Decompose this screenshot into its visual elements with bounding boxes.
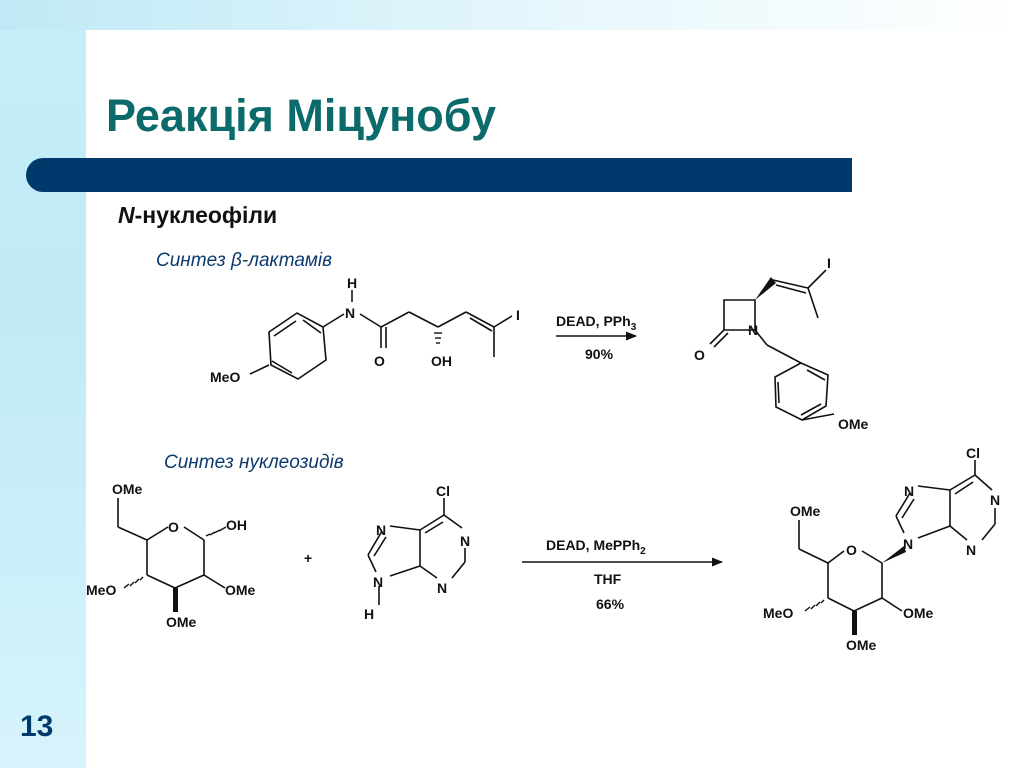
reaction2-solvent: THF <box>594 571 622 587</box>
substrate-label-i: I <box>516 307 520 323</box>
section-beta-suffix: -лактамів <box>241 250 333 271</box>
sugar-label-ome-bottom: OMe <box>166 614 197 630</box>
nucleoside-label-ome-right: OMe <box>903 605 934 621</box>
purine-label-n3: N <box>437 580 447 596</box>
left-decor-strip <box>0 0 86 768</box>
section-beta-symbol: β <box>231 250 242 271</box>
purine-label-n1: N <box>460 533 470 549</box>
sugar-label-ome-top: OMe <box>112 481 143 497</box>
sugar-label-oh: OH <box>226 517 247 533</box>
section-beta-lactam: Синтез β-лактамів <box>156 250 332 272</box>
nucleoside-label-meo: MeO <box>763 605 793 621</box>
chloropurine-structure <box>367 498 466 605</box>
reaction2-reagent: DEAD, MePPh2 <box>546 537 646 557</box>
substrate-label-oh: OH <box>431 353 452 369</box>
product-wedge-bond <box>755 277 776 300</box>
substrate-label-o: O <box>374 353 385 369</box>
sugar-stereo-bonds <box>123 526 227 589</box>
purine-label-n9: N <box>373 574 383 590</box>
product-label-ome: OMe <box>838 416 869 432</box>
sugar-label-ome-right: OMe <box>225 582 256 598</box>
subtitle-rest: -нуклеофіли <box>134 202 278 228</box>
nucleoside-label-o: O <box>846 542 857 558</box>
reaction1-reagent: DEAD, PPh3 <box>556 313 637 333</box>
nucleoside-label-n9: N <box>903 536 913 552</box>
reaction2-plus: + <box>304 550 312 566</box>
slide-title: Реакція Міцунобу <box>106 90 496 141</box>
product-label-i: I <box>827 255 831 271</box>
section-nucleoside: Синтез нуклеозидів <box>164 452 344 473</box>
nucleoside-bold-bond <box>852 611 857 635</box>
sugar-label-meo: MeO <box>86 582 116 598</box>
slide-subtitle: N-нуклеофіли <box>118 202 277 229</box>
purine-label-n7: N <box>376 522 386 538</box>
product-label-o: O <box>694 347 705 363</box>
purine-label-cl: Cl <box>436 483 450 499</box>
nucleoside-product-structure <box>798 460 996 612</box>
lactam-substrate-structure <box>249 290 513 380</box>
title-underline-bar <box>26 158 852 192</box>
nucleoside-label-n1: N <box>990 492 1000 508</box>
reaction2-yield: 66% <box>596 596 625 612</box>
section-beta-prefix: Синтез <box>156 250 232 271</box>
product-label-n: N <box>748 322 758 338</box>
sugar-bold-bond <box>173 588 178 612</box>
nucleoside-label-ome-bottom: OMe <box>846 637 877 653</box>
reaction1-yield: 90% <box>585 346 614 362</box>
substrate-label-h: H <box>347 275 357 291</box>
nucleoside-stereo-bonds <box>804 599 825 612</box>
page-number: 13 <box>20 710 54 743</box>
nucleoside-label-n7: N <box>904 483 914 499</box>
beta-lactam-product-structure <box>709 269 835 421</box>
substrate-label-n: N <box>345 305 355 321</box>
subtitle-italic-n: N <box>118 202 135 228</box>
methyl-sugar-structure <box>117 498 226 589</box>
nucleoside-wedge-bond <box>882 546 906 563</box>
nucleoside-label-ome-top: OMe <box>790 503 821 519</box>
top-decor-strip <box>0 0 1024 30</box>
slide-card <box>86 30 1024 768</box>
nucleoside-label-cl: Cl <box>966 445 980 461</box>
substrate-label-meo: MeO <box>210 369 240 385</box>
purine-label-h: H <box>364 606 374 622</box>
sugar-label-o: O <box>168 519 179 535</box>
nucleoside-label-n3: N <box>966 542 976 558</box>
